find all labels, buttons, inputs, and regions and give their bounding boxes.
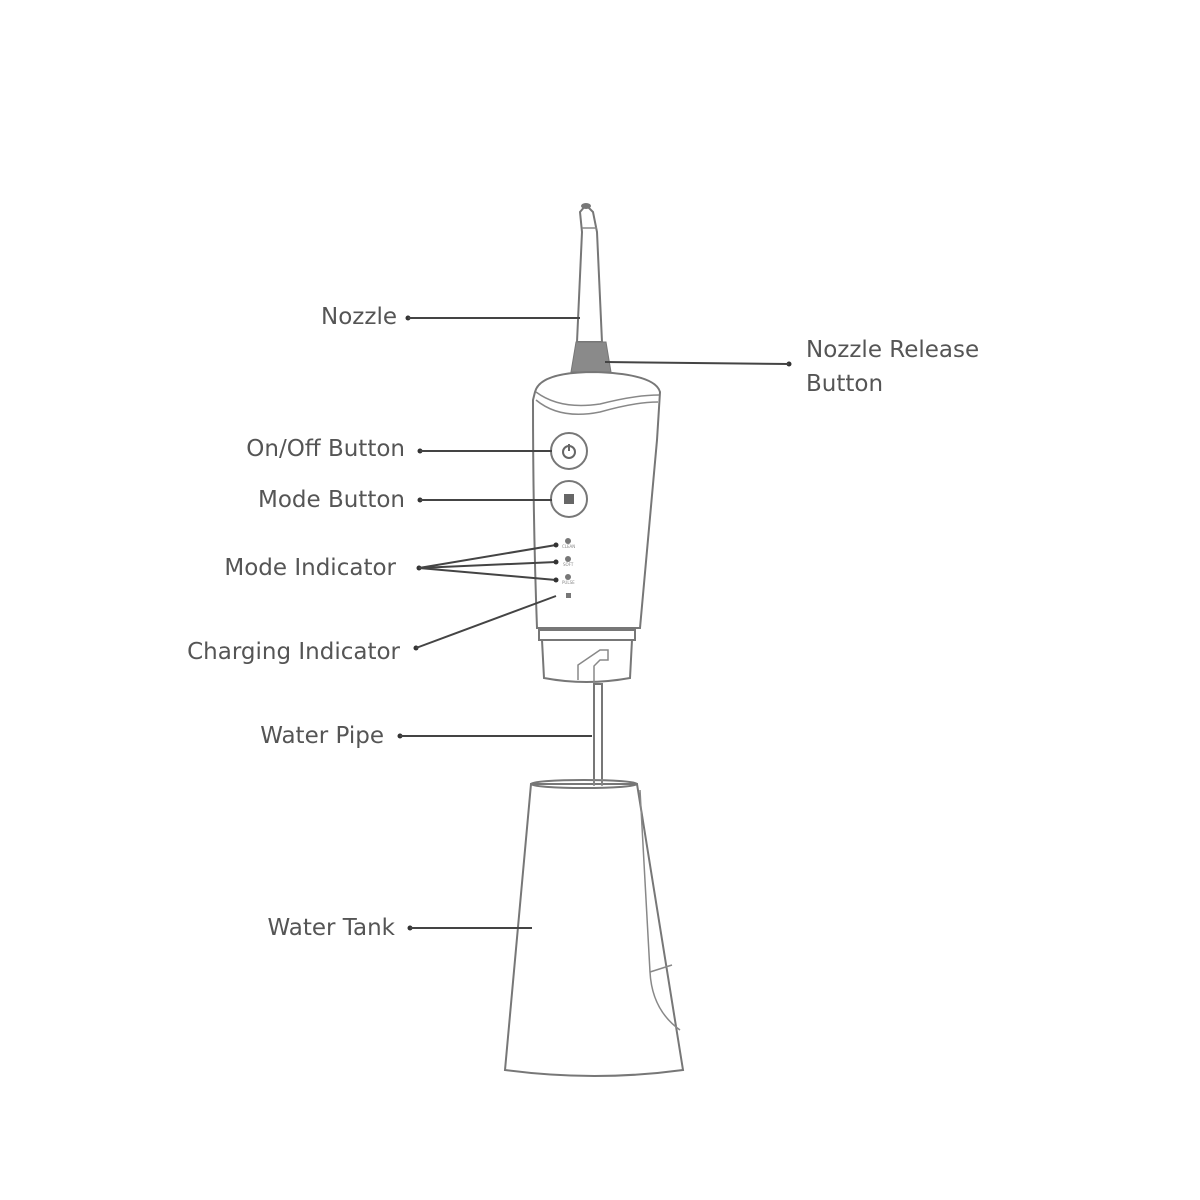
callout-water-tank: Water Tank <box>267 915 532 941</box>
device-illustration: CLEAN SOFT PULSE <box>503 203 685 1077</box>
callout-water-pipe: Water Pipe <box>260 723 592 749</box>
water-tank <box>503 779 685 1077</box>
label-nozzle-release-line2: Button <box>806 371 883 397</box>
callout-mode-indicator: Mode Indicator <box>224 542 559 583</box>
mode-label-clean: CLEAN <box>562 544 575 549</box>
nozzle <box>575 203 604 343</box>
label-nozzle-release-line1: Nozzle Release <box>806 337 979 363</box>
label-nozzle: Nozzle <box>321 304 397 330</box>
label-charging-indicator: Charging Indicator <box>187 639 400 665</box>
handle-base <box>538 629 636 684</box>
callout-nozzle: Nozzle <box>321 304 580 330</box>
water-pipe <box>593 683 603 789</box>
label-water-tank: Water Tank <box>267 915 395 941</box>
on-off-button <box>550 432 588 470</box>
mode-button <box>550 480 588 518</box>
callout-on-off-button: On/Off Button <box>246 436 552 462</box>
label-mode-button: Mode Button <box>258 487 405 513</box>
label-water-pipe: Water Pipe <box>260 723 384 749</box>
mode-label-soft: SOFT <box>563 562 574 567</box>
label-on-off-button: On/Off Button <box>246 436 405 462</box>
callout-nozzle-release-button: Nozzle Release Button <box>604 337 979 397</box>
mode-label-pulse: PULSE <box>562 580 575 585</box>
callout-charging-indicator: Charging Indicator <box>187 595 557 665</box>
mode-indicator-lights: CLEAN SOFT PULSE <box>562 538 575 585</box>
nozzle-release-button <box>570 341 612 373</box>
callout-mode-button: Mode Button <box>258 487 552 513</box>
label-mode-indicator: Mode Indicator <box>224 555 396 581</box>
charging-indicator-light <box>566 593 571 598</box>
